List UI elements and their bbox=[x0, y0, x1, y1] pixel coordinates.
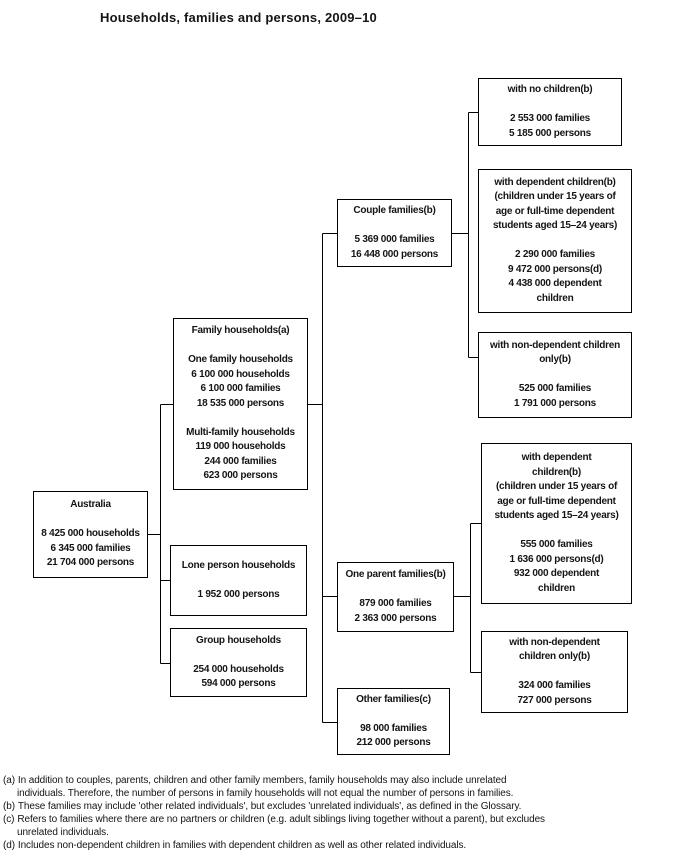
footnote-d-text: Includes non-dependent children in famil… bbox=[17, 840, 467, 851]
diagram-title: Households, families and persons, 2009–1… bbox=[100, 10, 377, 25]
footnote-b: (b)These families may include 'other rel… bbox=[3, 800, 687, 813]
footnote-a-text: In addition to couples, parents, childre… bbox=[17, 775, 514, 799]
node-one-parent-families: One parent families(b) 879 000 families … bbox=[337, 562, 454, 632]
node-group-households: Group households 254 000 households 594 … bbox=[170, 628, 307, 697]
node-australia: Australia 8 425 000 households 6 345 000… bbox=[33, 491, 148, 578]
footnote-b-text: These families may include 'other relate… bbox=[17, 801, 522, 812]
footnote-b-label: (b) bbox=[3, 801, 15, 812]
footnote-c-text: Refers to families where there are no pa… bbox=[17, 814, 545, 838]
connector-couple-children bbox=[452, 112, 478, 358]
footnote-c: (c)Refers to families where there are no… bbox=[3, 813, 687, 839]
node-couple-no-children: with no children(b) 2 553 000 families 5… bbox=[478, 78, 622, 146]
node-family-households: Family households(a) One family househol… bbox=[173, 318, 308, 490]
node-couple-families: Couple families(b) 5 369 000 families 16… bbox=[337, 199, 452, 267]
node-couple-non-dependent-children: with non-dependent children only(b) 525 … bbox=[478, 332, 632, 418]
node-parent-non-dependent-children: with non-dependent children only(b) 324 … bbox=[481, 631, 628, 713]
footnote-c-label: (c) bbox=[3, 814, 15, 825]
footnotes: (a)In addition to couples, parents, chil… bbox=[3, 774, 687, 852]
connector-oneparent-children bbox=[454, 523, 481, 673]
connector-family-children bbox=[308, 233, 337, 723]
footnote-a-label: (a) bbox=[3, 775, 15, 786]
node-couple-dependent-children: with dependent children(b) (children und… bbox=[478, 169, 632, 313]
node-other-families: Other families(c) 98 000 families 212 00… bbox=[337, 688, 450, 755]
node-parent-dependent-children: with dependent children(b) (children und… bbox=[481, 443, 632, 604]
connector-australia-children bbox=[148, 404, 173, 664]
footnote-a: (a)In addition to couples, parents, chil… bbox=[3, 774, 687, 800]
node-lone-person-households: Lone person households 1 952 000 persons bbox=[170, 545, 307, 616]
footnote-d-label: (d) bbox=[3, 840, 15, 851]
footnote-d: (d)Includes non-dependent children in fa… bbox=[3, 839, 687, 852]
